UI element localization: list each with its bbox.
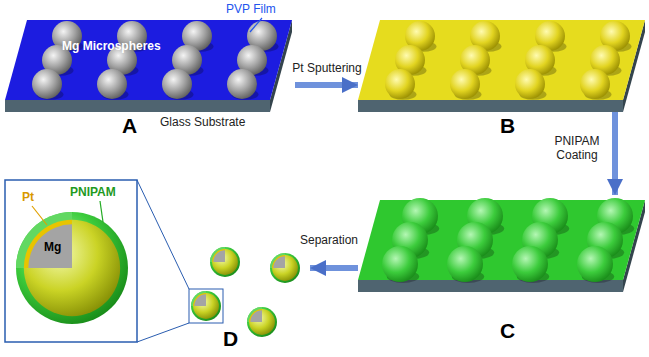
gel-shell	[270, 253, 300, 283]
microsphere	[447, 246, 483, 282]
microsphere	[450, 69, 480, 99]
microsphere	[580, 69, 610, 99]
layer-label: Pt	[22, 191, 34, 205]
process-arrow	[295, 82, 358, 88]
pt-cut	[272, 255, 285, 268]
microsphere	[227, 69, 257, 99]
gel-shell	[191, 291, 221, 321]
process-panel: B	[358, 18, 648, 112]
process-panel: C	[358, 195, 648, 295]
process-arrow	[310, 265, 358, 271]
film-layer	[5, 20, 292, 100]
panel-letter: B	[500, 114, 515, 138]
microsphere	[577, 246, 613, 282]
part-label: Glass Substrate	[160, 116, 245, 130]
leader-line	[32, 206, 47, 225]
substrate-front	[5, 100, 270, 112]
mg-core	[273, 256, 285, 268]
gel-shell	[210, 247, 240, 277]
janus-particle	[16, 212, 128, 324]
edge-label: Separation	[298, 234, 360, 248]
microsphere	[97, 69, 127, 99]
microsphere	[515, 69, 545, 99]
substrate-front	[358, 100, 623, 112]
pt-cut	[24, 220, 72, 268]
gel-cut	[247, 307, 262, 322]
gel-cut	[270, 253, 285, 268]
janus-particle	[270, 253, 300, 283]
microsphere	[512, 246, 548, 282]
pt-layer	[212, 249, 238, 275]
pt-layer	[193, 293, 219, 319]
edge-label: Pt Sputtering	[290, 62, 363, 76]
process-arrow	[612, 112, 618, 195]
pt-cut	[193, 293, 206, 306]
pt-layer	[24, 220, 120, 316]
film-layer	[358, 20, 645, 100]
panel-letter: A	[122, 114, 137, 138]
microsphere	[385, 69, 415, 99]
inset-frame	[5, 180, 137, 342]
microsphere	[382, 246, 418, 282]
mg-core	[28, 224, 72, 268]
janus-particle	[210, 247, 240, 277]
gel-cut	[191, 291, 206, 306]
part-label: Mg Microspheres	[62, 40, 161, 54]
mg-core	[194, 294, 206, 306]
substrate	[5, 20, 292, 112]
pt-cut	[212, 249, 225, 262]
mg-core	[213, 250, 225, 262]
panel-letter: D	[223, 327, 238, 351]
zoom-box	[189, 289, 223, 323]
gel-shell	[247, 307, 277, 337]
part-label: PVP Film	[226, 3, 276, 17]
edge-label: PNIPAM Coating	[545, 135, 609, 163]
gel-shell	[16, 212, 128, 324]
pt-layer	[272, 255, 298, 281]
microsphere	[32, 69, 62, 99]
substrate	[358, 20, 645, 112]
layer-label: PNIPAM	[70, 186, 116, 200]
janus-particle	[191, 291, 221, 321]
mg-core	[250, 310, 262, 322]
process-panel: D	[185, 243, 310, 328]
microsphere	[162, 69, 192, 99]
zoom-line	[137, 323, 189, 342]
janus-particle	[247, 307, 277, 337]
layer-label: Mg	[44, 241, 61, 255]
pt-layer	[249, 309, 275, 335]
pt-cut	[249, 309, 262, 322]
panel-letter: C	[500, 319, 515, 343]
leader-line	[250, 18, 262, 32]
leader-line	[100, 201, 103, 222]
process-panel: A	[5, 18, 295, 112]
gel-cut	[210, 247, 225, 262]
zoom-line	[137, 180, 189, 289]
